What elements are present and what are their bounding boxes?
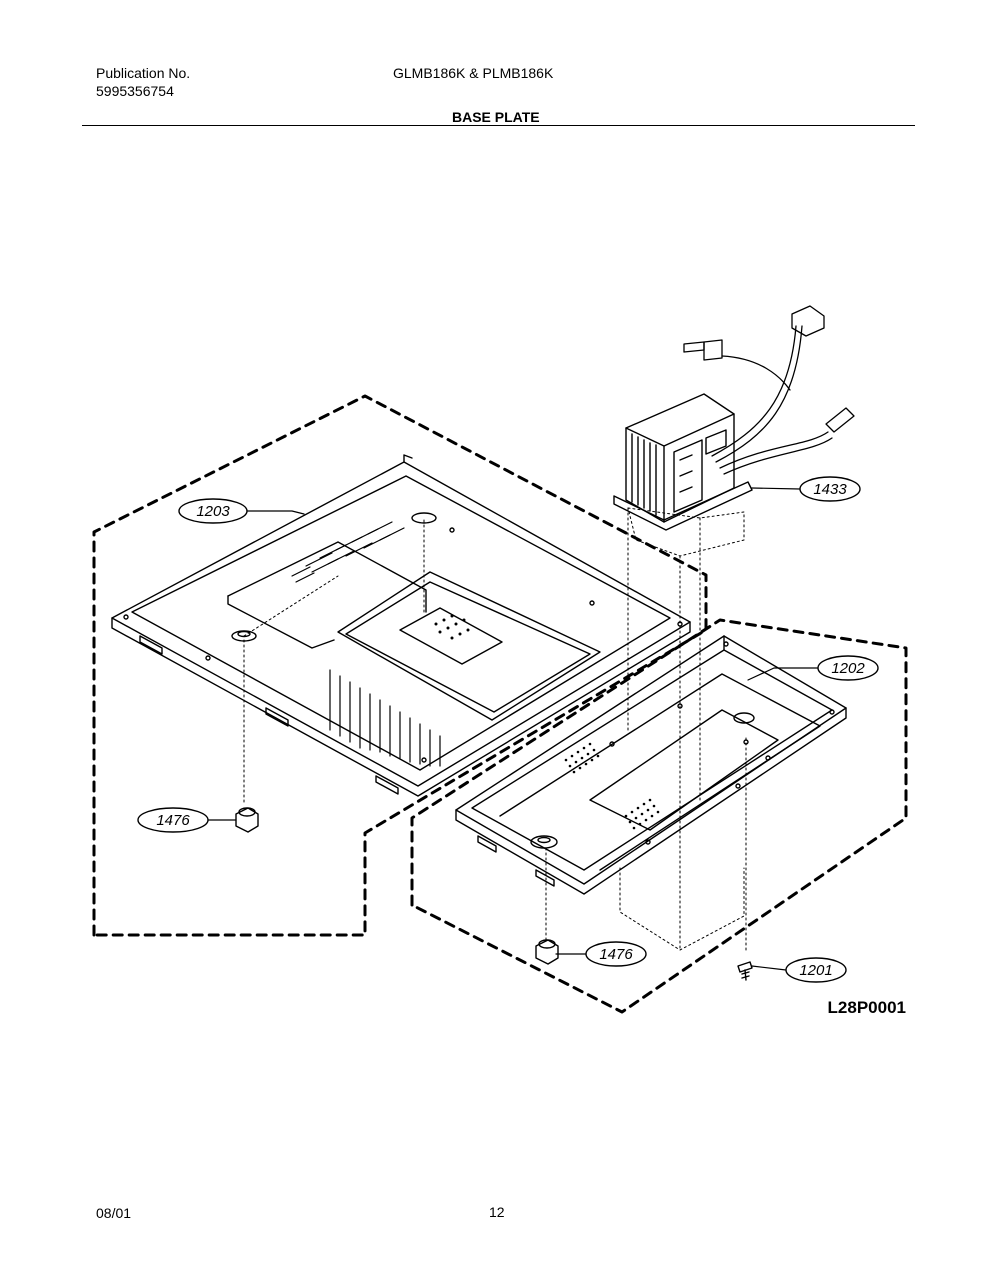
page-number: 12	[489, 1204, 505, 1220]
tray-1202	[455, 635, 847, 895]
callout-label-1201: 1201	[799, 962, 832, 979]
callout-label-1202: 1202	[831, 660, 865, 677]
footer-date: 08/01	[96, 1205, 132, 1221]
callout-label-1203: 1203	[196, 503, 230, 520]
publication-label: Publication No.	[96, 65, 191, 81]
header-rule	[82, 125, 915, 126]
vent-slots-lower	[329, 669, 441, 767]
callout-label-1433: 1433	[813, 481, 847, 498]
callout-leaders	[207, 487, 819, 971]
callout-oval-1476-left	[137, 807, 209, 833]
projection-lines	[243, 507, 747, 951]
callout-oval-1202	[817, 655, 879, 681]
model-numbers: GLMB186K & PLMB186K	[393, 65, 554, 81]
callout-label-1476-left: 1476	[156, 812, 190, 829]
tray-perforations	[434, 614, 660, 830]
left-assembly-boundary	[92, 394, 708, 937]
bumper-foot-right	[535, 939, 559, 965]
screw-1201	[737, 961, 753, 981]
transformer-1433	[613, 393, 753, 531]
right-assembly-boundary	[410, 618, 908, 1014]
callout-oval-1476-right	[585, 941, 647, 967]
wire-harness	[683, 305, 855, 475]
callout-label-1476-right: 1476	[599, 946, 633, 963]
figure-code: L28P0001	[828, 998, 906, 1017]
callout-oval-1433	[799, 476, 861, 502]
publication-number: 5995356754	[96, 83, 174, 99]
callout-oval-1201	[785, 957, 847, 983]
callout-oval-1203	[178, 498, 248, 524]
bumper-foot-left	[235, 807, 259, 833]
section-title: BASE PLATE	[452, 109, 540, 125]
base-plate-1203	[111, 454, 691, 797]
vent-slots-upper	[291, 521, 405, 583]
